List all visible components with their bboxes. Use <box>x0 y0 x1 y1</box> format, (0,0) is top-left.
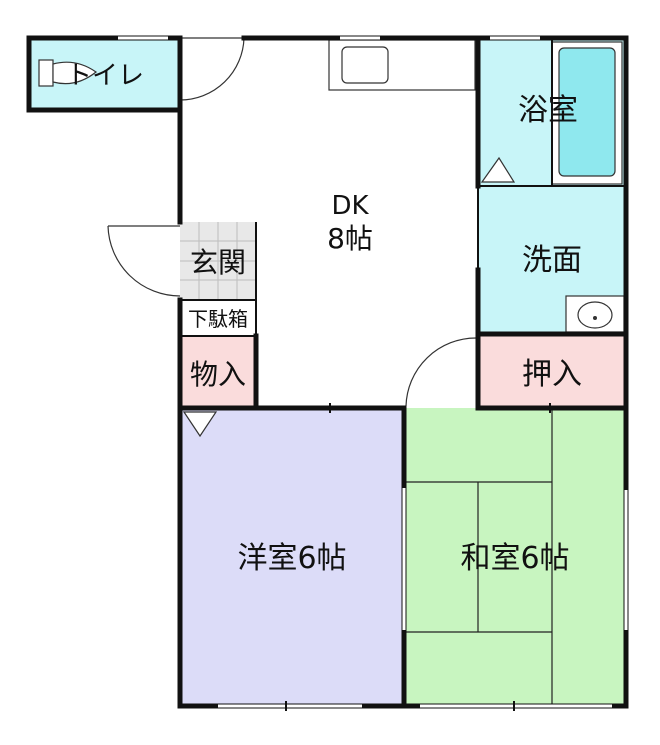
yoshitsu-label: 洋室6帖 <box>237 541 346 576</box>
tatami-mats <box>404 408 553 706</box>
toilet-fixture <box>38 59 98 87</box>
toilet-label: トイレ <box>66 61 144 91</box>
getabako-label: 下駄箱 <box>188 307 248 331</box>
getabako-area <box>180 300 256 336</box>
kitchen-sink <box>328 39 476 91</box>
dk-label-line2: 8帖 <box>327 222 373 255</box>
monoire-label: 物入 <box>190 358 246 391</box>
thin-partitions <box>180 38 626 337</box>
oshiire-room <box>478 334 626 408</box>
washbasin <box>565 295 625 333</box>
genkan-label: 玄関 <box>190 246 246 279</box>
washitsu-label: 和室6帖 <box>460 541 569 576</box>
senmen-label: 洗面 <box>522 243 582 278</box>
windows <box>118 36 628 708</box>
dk-label-line1: DK <box>331 191 369 221</box>
monoire-room <box>180 336 256 408</box>
window-frames <box>118 35 629 709</box>
oshiire-label: 押入 <box>522 357 582 392</box>
yoshitsu-room <box>180 408 404 706</box>
genkan-tiles <box>180 222 256 300</box>
wall-ticks <box>285 403 551 711</box>
bath-label: 浴室 <box>518 93 578 128</box>
door-swings <box>107 37 516 438</box>
washitsu-room <box>404 408 626 706</box>
bathtub <box>551 41 623 185</box>
